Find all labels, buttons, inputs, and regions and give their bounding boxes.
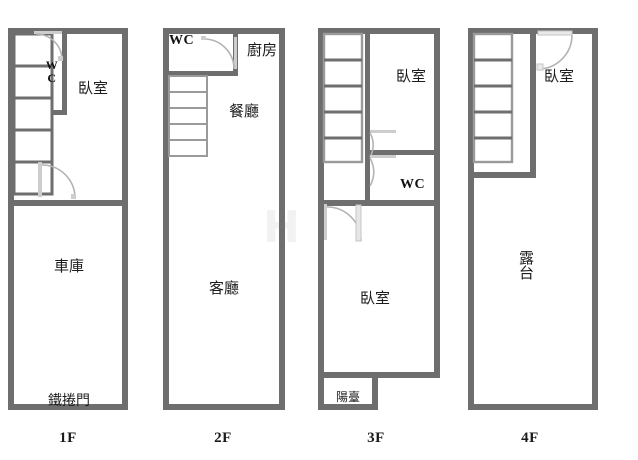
floor-caption-4f: 4F: [521, 430, 539, 446]
f3-bedroom-bottom-label: 臥室: [359, 289, 390, 307]
f1-wc-room: [52, 31, 67, 115]
f4-bedroom-label: 臥室: [543, 67, 574, 85]
floor-caption-1f: 1F: [59, 430, 77, 446]
f1-wc-line2: C: [47, 70, 57, 85]
floor-2f-drawing: [163, 28, 285, 410]
f4-terrace-label: 露台: [517, 250, 535, 280]
f1-wc-line1: W: [45, 58, 59, 72]
f1-rolling-door-label: 鐵捲門: [48, 393, 90, 409]
floor-plan-4f: 露台: [460, 0, 638, 430]
floor-caption-3f: 3F: [367, 430, 385, 446]
f3-stair-partition: [365, 28, 370, 200]
floor-4f-drawing: [468, 28, 598, 410]
f3-staircase: [322, 32, 364, 164]
f1-bedroom-door: [38, 162, 76, 199]
f3-wc-label: WC: [400, 177, 426, 192]
f2-walls: [163, 28, 285, 410]
f2-dining-label: 餐廳: [228, 102, 259, 120]
f1-staircase: [12, 32, 54, 196]
f4-staircase: [472, 32, 514, 164]
f1-walls: [8, 28, 128, 410]
floor-caption-2f: 2F: [214, 430, 232, 446]
f1-garage-label: 車庫: [53, 257, 84, 275]
f4-bedroom-partition: [468, 28, 536, 178]
f3-balcony-label: 陽臺: [335, 390, 360, 404]
f1-wc-label: W C: [41, 59, 63, 84]
f3-wc-partition: [370, 150, 440, 155]
f3-bedroom-top-label: 臥室: [395, 67, 426, 85]
floor-3f-drawing: [318, 28, 440, 410]
floor-plan-3f: 臥室 WC 臥室 陽臺: [310, 0, 460, 430]
f2-wc-door: [201, 36, 237, 70]
f3-walls: [318, 28, 440, 410]
f4-bedroom-door: [536, 30, 573, 71]
f3-wc-door: [369, 155, 396, 187]
f1-wc-door: [34, 31, 63, 61]
f2-kitchen-label: 廚房: [246, 41, 277, 59]
f2-living-label: 客廳: [208, 279, 239, 297]
floor-1f-drawing: [8, 28, 128, 410]
floor-plan-1f: W C 臥室 車庫 鐵捲門: [0, 0, 160, 430]
f3-lower-bedroom-door: [324, 204, 362, 242]
f2-staircase: [168, 75, 208, 157]
floor-plan-2f: WC 廚房 餐廳 客廳: [155, 0, 310, 430]
f2-wc-label: WC: [169, 33, 195, 48]
f1-bedroom-label: 臥室: [78, 79, 109, 97]
